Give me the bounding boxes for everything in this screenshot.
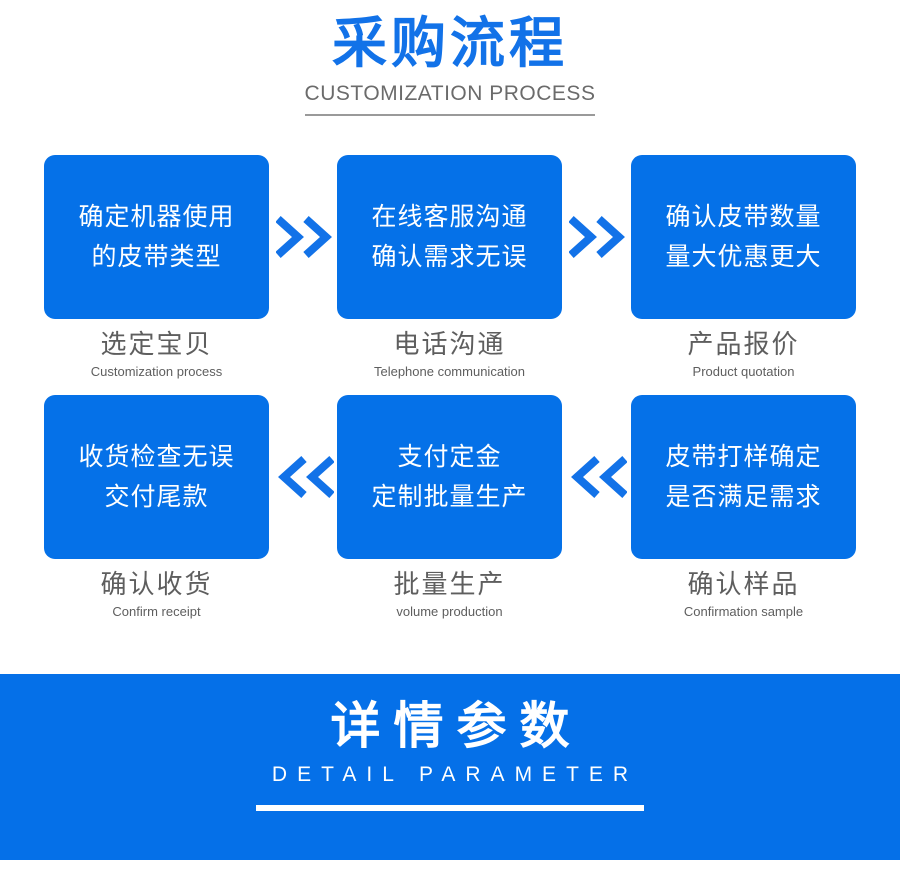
process-step-2-caption-en: Telephone communication <box>373 364 526 379</box>
process-step-1-caption-en: Customization process <box>90 364 223 379</box>
process-step-1[interactable]: 确定机器使用 的皮带类型 选定宝贝 Customization process <box>44 155 269 380</box>
process-step-5-caption-en: volume production <box>396 604 503 619</box>
process-step-2-line-2: 确认需求无误 <box>371 242 528 271</box>
page-subtitle-underline: CUSTOMIZATION PROCESS <box>304 82 596 116</box>
process-step-1-line-1: 确定机器使用 <box>78 202 235 231</box>
process-step-4-box[interactable]: 皮带打样确定 是否满足需求 <box>631 395 856 559</box>
process-step-5-box[interactable]: 支付定金 定制批量生产 <box>337 395 562 559</box>
page-title: 采购流程 <box>331 11 568 75</box>
process-step-5-caption-cn: 批量生产 <box>393 570 506 600</box>
process-step-2-caption-cn: 电话沟通 <box>393 330 506 360</box>
double-chevron-left-icon <box>567 449 629 505</box>
process-step-5-line-2: 定制批量生产 <box>371 482 528 511</box>
process-step-6-line-2: 交付尾款 <box>104 482 209 511</box>
process-step-2-line-1: 在线客服沟通 <box>371 202 528 231</box>
process-step-4-caption-cn: 确认样品 <box>687 570 800 600</box>
process-step-3-box[interactable]: 确认皮带数量 量大优惠更大 <box>631 155 856 319</box>
process-step-1-box[interactable]: 确定机器使用 的皮带类型 <box>44 155 269 319</box>
process-step-3-line-2: 量大优惠更大 <box>665 242 822 271</box>
process-step-1-line-2: 的皮带类型 <box>91 242 222 271</box>
process-step-6-caption-cn: 确认收货 <box>100 570 213 600</box>
detail-parameter-banner: 详情参数 DETAIL PARAMETER <box>0 674 900 860</box>
process-step-3-line-1: 确认皮带数量 <box>665 202 822 231</box>
process-step-3-caption-cn: 产品报价 <box>687 330 800 360</box>
double-chevron-right-icon <box>567 209 629 265</box>
banner-divider <box>256 805 644 811</box>
process-step-3-caption-en: Product quotation <box>692 364 795 379</box>
process-step-2-box[interactable]: 在线客服沟通 确认需求无误 <box>337 155 562 319</box>
banner-title: 详情参数 <box>330 697 583 755</box>
page-subtitle: CUSTOMIZATION PROCESS <box>304 82 596 105</box>
double-chevron-right-icon <box>274 209 336 265</box>
process-step-3[interactable]: 确认皮带数量 量大优惠更大 产品报价 Product quotation <box>631 155 856 380</box>
process-step-4-line-2: 是否满足需求 <box>665 482 822 511</box>
process-step-6[interactable]: 收货检查无误 交付尾款 确认收货 Confirm receipt <box>44 395 269 620</box>
process-flow-row-2: 收货检查无误 交付尾款 确认收货 Confirm receipt 支付定金 定制… <box>44 395 856 637</box>
process-step-5[interactable]: 支付定金 定制批量生产 批量生产 volume production <box>337 395 562 620</box>
process-step-4-line-1: 皮带打样确定 <box>665 442 822 471</box>
process-step-1-caption-cn: 选定宝贝 <box>100 330 213 360</box>
process-step-2[interactable]: 在线客服沟通 确认需求无误 电话沟通 Telephone communicati… <box>337 155 562 380</box>
banner-subtitle: DETAIL PARAMETER <box>271 763 639 786</box>
process-step-5-line-1: 支付定金 <box>397 442 502 471</box>
process-step-6-caption-en: Confirm receipt <box>112 604 201 619</box>
process-step-4-caption-en: Confirmation sample <box>683 604 804 619</box>
double-chevron-left-icon <box>274 449 336 505</box>
page-header: 采购流程 CUSTOMIZATION PROCESS <box>0 12 900 116</box>
process-step-6-box[interactable]: 收货检查无误 交付尾款 <box>44 395 269 559</box>
process-flow-row-1: 确定机器使用 的皮带类型 选定宝贝 Customization process … <box>44 155 856 395</box>
process-flow: 确定机器使用 的皮带类型 选定宝贝 Customization process … <box>44 155 856 637</box>
process-step-4[interactable]: 皮带打样确定 是否满足需求 确认样品 Confirmation sample <box>631 395 856 620</box>
process-step-6-line-1: 收货检查无误 <box>78 442 235 471</box>
